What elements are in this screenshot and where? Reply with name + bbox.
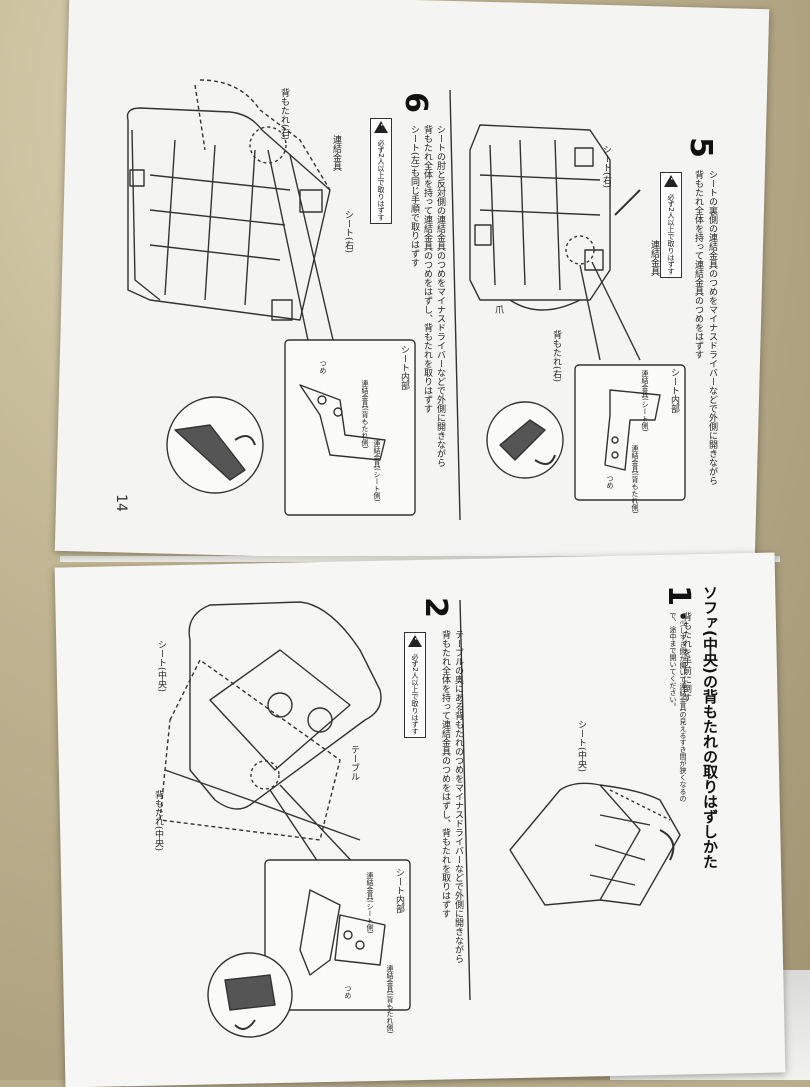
step6-label-seat-right: シート(右): [343, 210, 353, 254]
step2-seat-illustration: [159, 601, 382, 881]
step5-instruction-2: 背もたれ全体を持って連結金具のつめをはずす: [693, 170, 703, 359]
step2-instruction-1: テーブルの奥にある背もたれのつめをマイナスドライバーなどで外側に開きながら: [453, 630, 463, 963]
step1-label-seat-center: シート(中央): [576, 720, 586, 773]
step2-warning-text: 必ず2人以上で取りはずす: [411, 653, 419, 735]
step5-inset-connector-back: 連結金具(背もたれ側): [631, 445, 639, 514]
step6-inset-connector-seat: 連結金具(シート側): [373, 440, 381, 502]
page-title: ソファ(中央)の背もたれの取りはずしかた: [701, 585, 719, 869]
step1-chair-illustration: [509, 782, 681, 906]
step2-warning: 必ず2人以上で取りはずす: [404, 632, 426, 738]
step2-label-back-center: 背もたれ(中央): [153, 790, 163, 852]
step2-inset-connector-back: 連結金具(背もたれ側): [386, 965, 394, 1034]
step2-inset-title: シート内部: [394, 868, 404, 913]
step6-instruction-3: シート(左)も同じ手順で取りはずす: [409, 125, 419, 268]
step2-number: 2: [417, 597, 453, 618]
step5-label-back-right: 背もたれ(右): [551, 330, 561, 383]
step6-warning: 必ず2人以上で取りはずす: [370, 118, 392, 224]
warning-icon: [374, 121, 388, 133]
step6-warning-text: 必ず2人以上で取りはずす: [377, 139, 385, 221]
step6-inset-title: シート内部: [399, 345, 409, 390]
warning-icon: [408, 635, 422, 647]
step5-inset-claw: つめ: [606, 475, 614, 489]
step6-inset-claw: つめ: [319, 360, 327, 374]
step6-seat-illustration: [126, 79, 341, 371]
step5-inset-connector-seat: 連結金具(シート側): [641, 370, 649, 432]
step6-instruction-1: シートの肘と反対側の連結金具のつめをマイナスドライバーなどで外側に開きながら: [435, 125, 445, 467]
step2-instruction-2: 背もたれ全体を持って連結金具のつめをはずし、背もたれを取りはずす: [440, 630, 450, 918]
step5-number: 5: [682, 137, 718, 158]
step5-warning-text: 必ず2人以上で取りはずす: [667, 193, 675, 275]
step6-label-connector: 連結金具: [331, 135, 341, 171]
step5-label-tab: 爪: [493, 305, 503, 314]
step5-warning: 必ず2人以上で取りはずす: [660, 172, 682, 278]
step6-label-back-right: 背もたれ(右): [279, 88, 289, 141]
step1-instruction-2: ●少しすき間が開いて連結金具の見えるすき間が狭くなるので、途中まで開いてください…: [669, 612, 687, 802]
page-number: 14: [112, 494, 129, 512]
step2-inset-claw: つめ: [344, 985, 352, 999]
step5-label-connector: 連結金具: [649, 240, 659, 276]
step5-label-seat-right: シート(右): [601, 145, 611, 189]
step6-inset-connector-back: 連結金具(背もたれ側): [361, 380, 369, 449]
step2-inset-connector-seat: 連結金具(シート側): [366, 872, 374, 934]
step6-number: 6: [397, 92, 433, 113]
step5-inset-title: シート内部: [669, 368, 679, 413]
step6-instruction-2: 背もたれ全体を持って連結金具のつめをはずし、背もたれを取りはずす: [422, 125, 432, 413]
step1-number: 1: [660, 585, 696, 606]
step5-instruction-1: シートの裏側の連結金具のつめをマイナスドライバーなどで外側に開きながら: [707, 170, 717, 485]
step1-instruction-1: 背もたれを手前に倒す: [681, 612, 691, 702]
step2-label-seat-center: シート(中央): [156, 640, 166, 693]
step2-label-table: テーブル: [349, 745, 359, 781]
warning-icon: [664, 175, 678, 187]
step5-seat-illustration: [469, 124, 641, 361]
